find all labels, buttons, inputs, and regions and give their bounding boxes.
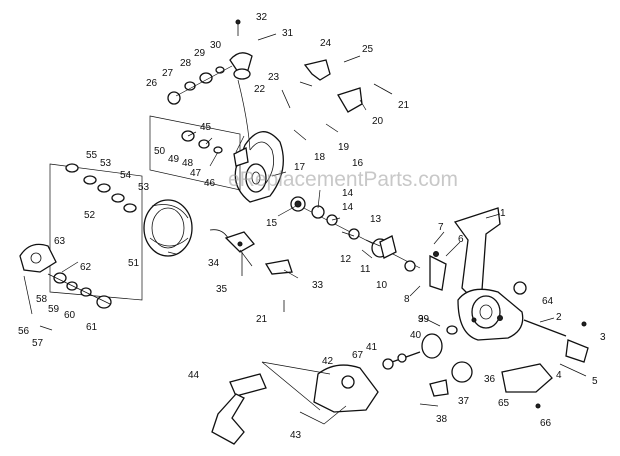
callout-27: 27 <box>162 68 174 79</box>
callout-66: 66 <box>540 418 552 429</box>
callout-2: 2 <box>556 312 562 323</box>
callout-33: 33 <box>312 280 324 291</box>
callout-36: 36 <box>484 374 496 385</box>
callout-52: 52 <box>84 210 96 221</box>
callout-13: 13 <box>370 214 382 225</box>
rotor <box>234 131 284 203</box>
callout-54: 54 <box>120 170 132 181</box>
callout-40: 40 <box>410 330 422 341</box>
callout-53b: 53 <box>138 182 150 193</box>
callout-50: 50 <box>154 146 166 157</box>
callout-15: 15 <box>266 218 278 229</box>
watermark-text: eReplacementParts.com <box>228 168 458 191</box>
callout-58: 58 <box>36 294 48 305</box>
callout-1: 1 <box>500 208 506 219</box>
callout-16: 16 <box>352 158 364 169</box>
callout-23: 23 <box>268 72 280 83</box>
screws <box>39 19 527 407</box>
side-cover-and-handle <box>211 361 553 445</box>
callout-12: 12 <box>340 254 352 265</box>
callout-29: 29 <box>194 48 206 59</box>
callout-28: 28 <box>180 58 192 69</box>
callout-59: 59 <box>48 304 60 315</box>
callout-21: 21 <box>398 100 410 111</box>
callout-37: 37 <box>458 396 470 407</box>
callout-8: 8 <box>404 294 410 305</box>
callout-32: 32 <box>256 12 268 23</box>
callout-39: 39 <box>418 314 430 325</box>
rear-shaft-parts <box>523 319 589 377</box>
callout-57: 57 <box>32 338 44 349</box>
callout-9: 9 <box>418 314 424 325</box>
callout-55: 55 <box>86 150 98 161</box>
callout-60: 60 <box>64 310 76 321</box>
spool-assembly <box>49 163 193 301</box>
callout-42: 42 <box>322 356 334 367</box>
callout-56: 56 <box>18 326 30 337</box>
callout-4: 4 <box>556 370 562 381</box>
callout-24: 24 <box>320 38 332 49</box>
callout-63: 63 <box>54 236 66 247</box>
callout-22: 22 <box>254 84 266 95</box>
callout-34: 34 <box>208 258 220 269</box>
callout-10: 10 <box>376 280 388 291</box>
callout-14b: 14 <box>342 188 354 199</box>
trip-lever-parts <box>209 229 293 276</box>
callout-3: 3 <box>600 332 606 343</box>
leader-lines <box>61 99 555 327</box>
callout-61: 61 <box>86 322 98 333</box>
callout-45: 45 <box>200 122 212 133</box>
bearing-stack <box>290 196 421 272</box>
bail-small-parts <box>167 65 233 105</box>
callout-30: 30 <box>210 40 222 51</box>
callout-21b: 21 <box>256 314 268 325</box>
callout-20: 20 <box>372 116 384 127</box>
callout-43: 43 <box>290 430 302 441</box>
callout-49: 49 <box>168 154 180 165</box>
drag-knob-assembly <box>19 243 112 315</box>
callout-67: 67 <box>352 350 364 361</box>
callout-48: 48 <box>182 158 194 169</box>
left-holder-stack <box>149 115 249 191</box>
callout-25: 25 <box>362 44 374 55</box>
callout-46: 46 <box>204 178 216 189</box>
callout-26: 26 <box>146 78 158 89</box>
main-gear-parts <box>382 325 458 370</box>
callout-17: 17 <box>294 162 306 173</box>
callout-51: 51 <box>128 258 140 269</box>
callout-14: 14 <box>342 202 354 213</box>
callout-62: 62 <box>80 262 92 273</box>
callout-5: 5 <box>592 376 598 387</box>
callout-44: 44 <box>188 370 200 381</box>
callout-65: 65 <box>498 398 510 409</box>
callout-labels: 1 2 3 4 5 6 7 8 9 10 11 12 13 14 14 15 1… <box>18 12 606 441</box>
callout-11: 11 <box>360 264 371 275</box>
callout-35: 35 <box>216 284 228 295</box>
callout-18: 18 <box>314 152 326 163</box>
pinion-gear-parts <box>365 235 447 291</box>
callout-7: 7 <box>438 222 444 233</box>
callout-47: 47 <box>190 168 202 179</box>
bail-parts <box>229 52 363 151</box>
callout-53: 53 <box>100 158 112 169</box>
callout-38: 38 <box>436 414 448 425</box>
callout-31: 31 <box>282 28 294 39</box>
callout-19: 19 <box>338 142 350 153</box>
callout-64: 64 <box>542 296 554 307</box>
callout-6: 6 <box>458 234 464 245</box>
reel-body-frame <box>453 207 524 341</box>
callout-41: 41 <box>366 342 378 353</box>
